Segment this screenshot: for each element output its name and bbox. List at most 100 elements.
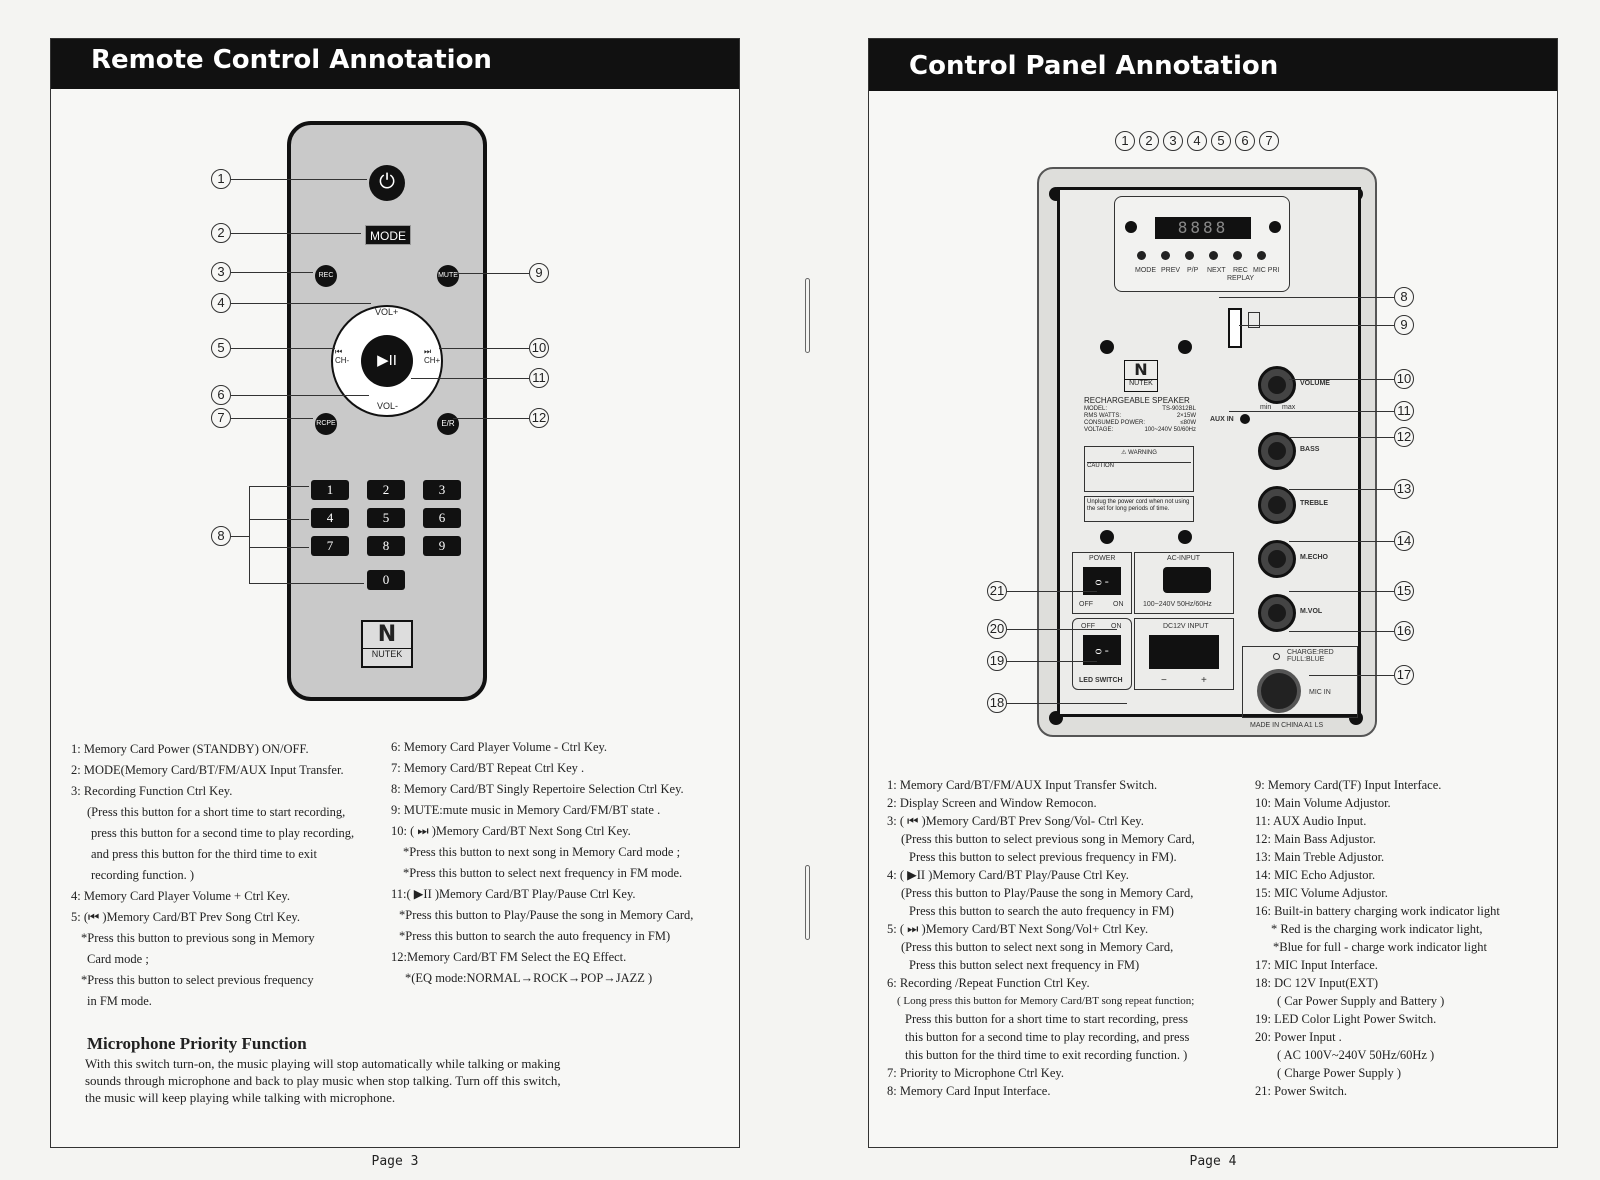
min-label: min [1260,404,1272,411]
next-key [1209,251,1218,260]
leader-line [1309,675,1394,676]
callout-17: 17 [1394,665,1414,685]
binding-staple [805,865,810,940]
leader-line [1289,437,1394,438]
leader-line [1289,631,1394,632]
ch-plus-label: ⏭CH+ [424,347,441,365]
leader-line [1007,629,1117,630]
desc-line: 6: Memory Card Player Volume - Ctrl Key. [391,740,608,754]
leader-line [1219,297,1394,298]
leader-line [231,272,313,273]
desc-line: 5: ( ⏭ )Memory Card/BT Next Song/Vol+ Ct… [887,922,1149,936]
callout-10: 10 [1394,369,1414,389]
desc-line: Press this button to select previous fre… [909,850,1177,864]
panel-buttons-row [1131,249,1281,263]
desc-line: 4: Memory Card Player Volume + Ctrl Key. [71,889,290,903]
page-title-remote: Remote Control Annotation [51,39,739,89]
ch-minus-text: CH- [335,356,350,365]
callout-8: 8 [211,526,231,546]
desc-line: 9: MUTE:mute music in Memory Card/FM/BT … [391,803,661,817]
desc-line: 21: Power Switch. [1255,1084,1348,1098]
number-key-0: 0 [367,570,405,590]
mic-volume-knob [1258,594,1296,632]
panel-descriptions-col1: 1: Memory Card/BT/FM/AUX Input Transfer … [887,776,1195,1100]
dc-plus: + [1201,675,1207,686]
leader-line [1289,379,1394,380]
ir-window [1125,221,1137,233]
led-switch: ᴑ - [1083,635,1121,665]
callout-10: 10 [529,338,549,358]
ac-input-block: AC-INPUT 100~240V 50Hz/60Hz [1134,552,1234,614]
desc-line: ( Car Power Supply and Battery ) [1277,994,1445,1008]
desc-line: 8: Memory Card Input Interface. [887,1084,1051,1098]
desc-line: ( Charge Power Supply ) [1277,1066,1402,1080]
callout-18: 18 [987,693,1007,713]
dc-socket [1149,635,1219,669]
ch-minus-label: ⏮CH- [335,347,350,365]
mic-in-jack [1257,669,1301,713]
display-screen: 8888 [1155,217,1251,239]
remote-descriptions-col1: 1: Memory Card Power (STANDBY) ON/OFF. 2… [71,739,354,1012]
warning-icon: ⚠ [1121,450,1127,456]
mic-pri-key [1257,251,1266,260]
charge-indicator-block: CHARGE:RED FULL:BLUE MIC IN [1242,646,1358,718]
nutek-logo: N NUTEK [361,620,413,668]
vol-down-label: VOL- [377,401,399,411]
mic-priority-text: With this switch turn-on, the music play… [85,1055,561,1106]
page-left: Remote Control Annotation ⏻ MODE REC MUT… [50,38,740,1169]
callout-12: 12 [529,408,549,428]
max-label: max [1282,404,1296,411]
mic-in-label: MIC IN [1309,689,1331,696]
spec-row: VOLTAGE:100~240V 50/60Hz [1084,427,1196,434]
leader-line [1289,541,1394,542]
screw [1100,530,1114,544]
led-switch-block: OFF ON ᴑ - LED SWITCH [1072,618,1132,690]
ac-spec: 100~240V 50Hz/60Hz [1143,601,1212,608]
logo-glyph: N [1134,360,1148,379]
desc-line: *Blue for full - charge work indicator l… [1273,940,1487,954]
callout-21: 21 [987,581,1007,601]
remote-descriptions-col2: 6: Memory Card Player Volume - Ctrl Key.… [391,737,693,989]
callout-19: 19 [987,651,1007,671]
leader-line [249,486,250,583]
desc-line: 1: Memory Card Power (STANDBY) ON/OFF. [71,742,309,756]
off-label: OFF [1079,601,1093,608]
ch-plus-text: CH+ [424,356,441,365]
led-switch-label: LED SWITCH [1079,677,1123,684]
desc-line: 2: Display Screen and Window Remocon. [887,796,1097,810]
screw [1178,530,1192,544]
leader-line [439,348,529,349]
desc-line: 10: ( ⏭ )Memory Card/BT Next Song Ctrl K… [391,824,631,838]
number-key-7: 7 [311,536,349,556]
desc-line: 5: (⏮ )Memory Card/BT Prev Song Ctrl Key… [71,910,300,924]
callout-3: 3 [211,262,231,282]
callout-6: 6 [1235,131,1255,151]
knob-label-mvol: M.VOL [1300,608,1323,615]
vol-up-label: VOL+ [375,307,399,317]
logo-glyph: N [377,622,397,647]
leader-line [411,378,529,379]
panel-descriptions-col2: 9: Memory Card(TF) Input Interface. 10: … [1255,776,1500,1100]
callout-7: 7 [1259,131,1279,151]
warning-box: ⚠ WARNING CAUTION [1084,446,1194,492]
label-rec: REC [1233,267,1248,274]
desc-line: *Press this button to select next freque… [403,866,683,880]
eq-button: E/R [437,413,459,435]
mic-priority-line: With this switch turn-on, the music play… [85,1056,561,1071]
desc-line: 7: Memory Card/BT Repeat Ctrl Key . [391,761,585,775]
on-label: ON [1111,623,1122,630]
desc-line: 2: MODE(Memory Card/BT/FM/AUX Input Tran… [71,763,344,777]
desc-line: 9: Memory Card(TF) Input Interface. [1255,778,1442,792]
binding-staple [805,278,810,353]
callout-6: 6 [211,385,231,405]
desc-line: *Press this button to select previous fr… [81,973,314,987]
spec-key: RMS WATTS: [1084,413,1121,419]
callout-12: 12 [1394,427,1414,447]
spec-row: MODEL:TS-90312BL [1084,406,1196,413]
desc-line: 6: Recording /Repeat Function Ctrl Key. [887,976,1090,990]
repeat-button: RCPE [315,413,337,435]
mic-echo-knob [1258,540,1296,578]
desc-line: *Press this button to previous song in M… [81,931,315,945]
callout-8: 8 [1394,287,1414,307]
volume-knob [1258,366,1296,404]
